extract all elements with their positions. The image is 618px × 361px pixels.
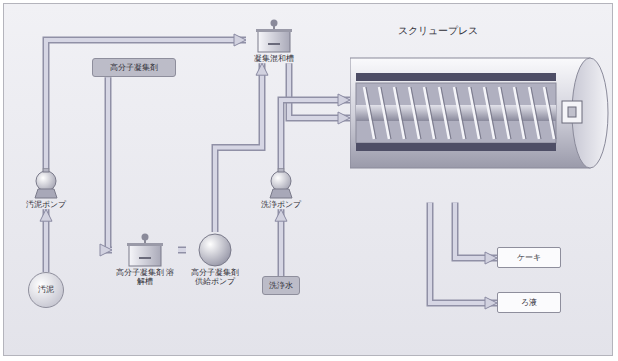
node-label: 洗浄ポンプ <box>259 200 303 209</box>
pipe-fill <box>279 209 283 276</box>
pipe-connector <box>281 209 282 276</box>
pipe-connector <box>281 100 350 168</box>
pipe-outline <box>215 63 262 232</box>
node-label: スクリュープレス <box>350 25 612 43</box>
flocculant-box: 高分子凝集剤 <box>92 58 176 77</box>
output-box: ケーキ <box>497 247 561 268</box>
pipe-fill <box>430 203 497 304</box>
pipe-outline <box>43 209 50 272</box>
pipe-outline <box>430 203 497 304</box>
pipe-outline <box>178 247 186 254</box>
pump-icon <box>29 168 63 200</box>
pipe-outline <box>108 77 112 250</box>
screw-press-drawing <box>350 43 612 203</box>
wash-water-box: 洗浄水 <box>262 276 300 295</box>
node-label: 汚泥ポンプ <box>22 200 70 209</box>
screw-press: スクリュープレス <box>350 25 612 203</box>
pipe-connector <box>289 63 350 118</box>
pipe-fill <box>178 248 186 252</box>
wash-pump: 洗浄ポンプ <box>259 168 303 209</box>
pump-icon <box>264 168 298 200</box>
node-label: 汚泥 <box>38 285 54 294</box>
node-label: 高分子凝集剤 溶解槽 <box>112 268 178 286</box>
pipe-fill <box>455 203 497 259</box>
node-label: 洗浄水 <box>266 281 296 290</box>
node-label: 凝集混和槽 <box>246 54 302 63</box>
output-box: ろ液 <box>497 292 561 313</box>
pipe-connector <box>430 203 497 304</box>
pipe-outline <box>281 100 350 168</box>
node-label: 高分子凝集剤 <box>96 63 172 72</box>
pipe-outline <box>278 209 285 276</box>
node-label: ろ液 <box>502 298 556 307</box>
sphere-pump-icon <box>197 232 233 268</box>
feed-pump: 高分子凝集剤 供給ポンプ <box>186 232 244 286</box>
pipe-connector <box>108 77 112 250</box>
pipe-fill <box>108 77 112 250</box>
pipe-fill <box>44 209 48 272</box>
pipe-outline <box>455 203 497 259</box>
node-label: ケーキ <box>502 253 556 262</box>
tank-icon <box>250 18 298 54</box>
node-label: 高分子凝集剤 供給ポンプ <box>186 268 244 286</box>
pipe-fill <box>215 63 262 232</box>
pipe-fill <box>289 63 350 118</box>
tank-icon <box>121 232 169 268</box>
pipe-connector <box>178 250 186 251</box>
sludge-source: 汚泥 <box>28 272 64 308</box>
pipe-connector <box>455 203 497 259</box>
dissolving-tank: 高分子凝集剤 溶解槽 <box>112 232 178 286</box>
pipe-connector <box>215 63 262 232</box>
pipe-fill <box>281 100 350 168</box>
mixing-tank: 凝集混和槽 <box>246 18 302 63</box>
pipe-connector <box>46 209 47 272</box>
pipe-outline <box>289 63 350 118</box>
sludge-pump: 汚泥ポンプ <box>22 168 70 209</box>
